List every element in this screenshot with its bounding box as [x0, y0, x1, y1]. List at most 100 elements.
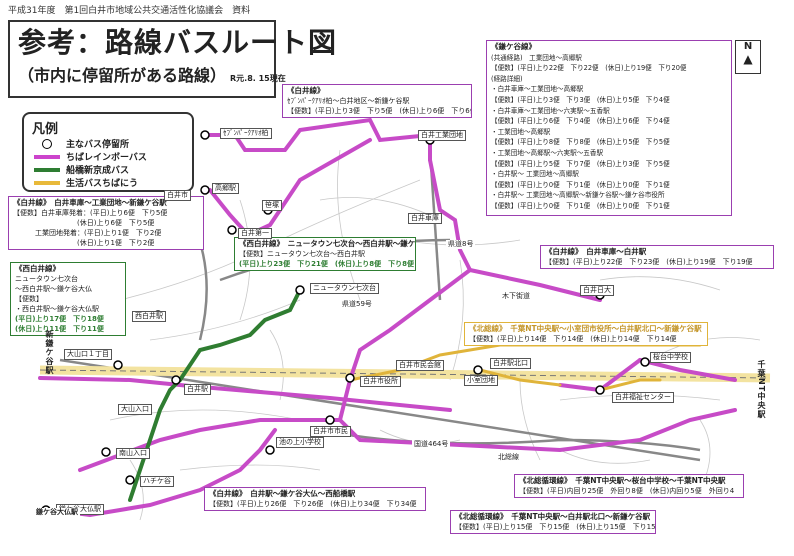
north-arrow-icon: ▲: [743, 52, 753, 66]
stop-label: 白井第一: [238, 228, 272, 239]
route-line: ～西白井駅～鎌ケ谷大仏: [15, 285, 92, 293]
road-label: 県道8号: [446, 240, 476, 249]
route-line: 【便数】(平日)内回り25便 外回り8便 (休日)内回り5便 外回り4: [519, 487, 735, 495]
route-title: 《西白井線》 ニュータウン七次台～西白井駅～鎌ケ谷大仏: [239, 239, 416, 248]
route-box-hokusou-loop: 《北総循環線》 千葉NT中央駅～白井駅北口～新鎌ケ谷駅 【便数】(平日)上り15…: [450, 510, 656, 534]
route-line: ・白井車庫～工業団地～高郷駅: [491, 85, 584, 94]
route-line: ニュータウン七次台: [15, 275, 78, 283]
route-box-shiroi-west: 《白井線》 白井車庫～工業団地～新鎌ケ谷駅 【便数】白井車庫発着：(平日)上り6…: [8, 196, 204, 250]
stop-label: ニュータウン七次台: [310, 283, 379, 294]
stop-label: 小室団地: [464, 375, 498, 386]
road-label: 木下街道: [500, 292, 532, 301]
route-line: ・西白井駅～鎌ケ谷大仏駅: [15, 305, 99, 313]
stop-label: 高郷駅: [212, 183, 239, 194]
route-box-hokusou: 《北総線》 千葉NT中央駅～小室団市役所～白井駅北口～新鎌ケ谷駅 【便数】(平日…: [464, 322, 708, 346]
stop-label: 白井市役所: [360, 376, 401, 387]
shinkeisei-bus-routes: [128, 288, 302, 502]
route-line: ・白井駅～ 工業団地～高郷駅～新鎌ケ谷駅～鎌ケ谷市役所: [491, 191, 665, 200]
legend-item-seikatsu: 生活バスちばにう: [30, 176, 186, 189]
shinkeisei-swatch: [34, 167, 60, 172]
route-title: 《北総線》 千葉NT中央駅～小室団市役所～白井駅北口～新鎌ケ谷駅: [469, 324, 702, 333]
side-label-left-bottom: 鎌ケ谷大仏駅: [34, 508, 80, 517]
route-box-shiroi-north: 《白井線》 ｾﾌﾞﾝﾊﾟｰｸｱﾘｵ柏～白井地区～新鎌ケ谷駅 【便数】(平日)上り…: [282, 84, 472, 118]
legend-label: 生活バスちばにう: [66, 179, 139, 189]
route-title: 《白井線》 白井車庫～白井駅: [545, 247, 647, 256]
legend-item-stop: 主なバス停留所: [30, 137, 186, 150]
route-title: 《北総循環線》 千葉NT中央駅～桜台中学校～千葉NT中央駅: [519, 476, 726, 485]
route-line: 【便数】(平日)上り26便 下り26便 (休日)上り34便 下り34便: [209, 500, 417, 508]
legend-label: 船橋新京成バス: [66, 166, 130, 176]
route-line: 【便数】ニュータウン七次台～西白井駅: [239, 250, 365, 258]
route-title: 《白井線》 白井駅～鎌ケ谷大仏～西船橋駅: [209, 489, 356, 498]
stop-label: 白井市: [164, 190, 191, 201]
route-line: (休日)上り1便 下り2便: [77, 239, 155, 247]
header-note: 平成31年度 第1回白井市地域公共交通活性化協議会 資料: [8, 6, 251, 16]
subtitle-text: （市内に停留所がある路線）: [18, 66, 227, 85]
stop-label: 白井車庫: [408, 213, 442, 224]
route-line: 工業団地発着：(平日)上り1便 下り2便: [35, 229, 162, 237]
route-box-nishishiroi-left: 《西白井線》 ニュータウン七次台 ～西白井駅～鎌ケ谷大仏 【便数】 ・西白井駅～…: [10, 262, 126, 336]
route-line: 【便数】(平日)上り22便 下り23便 (休日)上り19便 下り19便: [545, 258, 753, 266]
stop-label: 大山口１丁目: [64, 349, 112, 360]
route-line: ・工業団地～高郷駅～六実駅～五香駅: [491, 148, 604, 157]
route-title: 《北総循環線》 千葉NT中央駅～白井駅北口～新鎌ケ谷駅: [455, 512, 651, 521]
route-title: 《鎌ケ谷線》: [491, 42, 536, 51]
stop-label: 池の上小学校: [276, 437, 324, 448]
route-line: 【便数】白井車庫発着：(平日)上り6便 下り5便: [13, 209, 168, 217]
route-line: 【便数】(平日)上り15便 下り15便 (休日)上り15便 下り15便: [455, 523, 656, 531]
stop-label: 大山入口: [118, 404, 152, 415]
stop-label: 南山入口: [116, 448, 150, 459]
route-line: (共通経路) 工業団地～高郷駅: [491, 53, 582, 62]
route-line: ・白井駅～ 工業団地～高郷駅: [491, 170, 579, 179]
date-label: R元.8. 15現在: [230, 74, 286, 83]
compass-label: N: [743, 41, 753, 52]
stop-label: 白井駅北口: [490, 358, 531, 369]
stop-label: 白井日大: [580, 285, 614, 296]
route-box-nishishiroi: 《西白井線》 ニュータウン七次台～西白井駅～鎌ケ谷大仏 【便数】ニュータウン七次…: [234, 237, 416, 271]
stop-label: 白井工業団地: [418, 130, 466, 141]
route-box-kamagaya: 《鎌ケ谷線》 (共通経路) 工業団地～高郷駅 【便数】(平日)上り22便 下り2…: [486, 40, 732, 216]
route-line: 【便数】(平日)上り8便 下り8便 (休日)上り5便 下り5便: [491, 138, 670, 147]
route-line: 【便数】(平日)上り0便 下り1便 (休日)上り0便 下り1便: [491, 201, 670, 210]
stop-circle-icon: [42, 138, 52, 149]
stop-label: 白井市市民: [310, 426, 351, 437]
route-line: ・白井車庫～工業団地～六実駅～五香駅: [491, 106, 610, 115]
route-title: 《白井線》: [287, 86, 325, 95]
route-box-shiroi-south: 《白井線》 白井駅～鎌ケ谷大仏～西船橋駅 【便数】(平日)上り26便 下り26便…: [204, 487, 426, 511]
legend: 凡例 主なバス停留所 ちばレインボーバス 船橋新京成バス 生活バスちばにう: [22, 112, 194, 192]
stop-label: 白井駅: [184, 384, 211, 395]
road-label: 北総線: [496, 453, 521, 462]
railway: [39, 365, 771, 383]
route-line: 【便数】(平日)上り3便 下り3便 (休日)上り5便 下り4便: [491, 95, 670, 104]
route-line: 【便数】(平日)上り3便 下り5便 (休日)上り6便 下り6便: [287, 107, 472, 115]
route-line: 【便数】(平日)上り5便 下り7便 (休日)上り3便 下り5便: [491, 159, 670, 168]
page-title: 参考：路線バスルート図: [18, 26, 338, 59]
page-subtitle: （市内に停留所がある路線）R元.8. 15現在: [18, 62, 286, 86]
route-line: (平日)上り17便 下り18便: [15, 315, 104, 323]
legend-item-shinkeisei: 船橋新京成バス: [30, 163, 186, 176]
route-box-shiroi-east: 《白井線》 白井車庫～白井駅 【便数】(平日)上り22便 下り23便 (休日)上…: [540, 245, 774, 269]
compass: N ▲: [735, 40, 761, 74]
route-title: 《西白井線》: [15, 264, 60, 273]
route-line: 【便数】(平日)上り6便 下り4便 (休日)上り6便 下り4便: [491, 117, 670, 126]
title-box: 参考：路線バスルート図 （市内に停留所がある路線）R元.8. 15現在: [8, 20, 338, 98]
stop-label: 白井福祉センター: [612, 392, 674, 403]
route-line: (休日)上り11便 下り11便: [15, 325, 104, 333]
road-label: 県道59号: [340, 300, 374, 309]
stop-label: 西白井駅: [132, 311, 166, 322]
rainbow-swatch: [34, 154, 60, 159]
route-line: 【便数】(平日)上り22便 下り22便 (休日)上り19便 下り20便: [491, 64, 687, 73]
stop-label: 桜台中学校: [650, 352, 691, 363]
route-line: ｾﾌﾞﾝﾊﾟｰｸｱﾘｵ柏～白井地区～新鎌ケ谷駅: [287, 97, 410, 105]
route-line: ・工業団地～高郷駅: [491, 127, 551, 136]
route-line: (休日)上り6便 下り5便: [77, 219, 155, 227]
legend-label: 主なバス停留所: [66, 140, 130, 150]
stop-label: ハチケ谷: [140, 476, 174, 487]
side-label-right-top: 千葉NT中央駅: [757, 360, 766, 420]
route-box-chiba-nt: 《北総循環線》 千葉NT中央駅～桜台中学校～千葉NT中央駅 【便数】(平日)内回…: [514, 474, 744, 498]
route-line: 【便数】: [15, 295, 43, 303]
stop-label: 白井市民会館: [396, 360, 444, 371]
side-label-left-top: 新鎌ケ谷駅: [45, 330, 54, 375]
route-line: 【便数】(平日)上り14便 下り14便 (休日)上り14便 下り14便: [469, 335, 677, 343]
seikatsu-swatch: [34, 180, 60, 185]
